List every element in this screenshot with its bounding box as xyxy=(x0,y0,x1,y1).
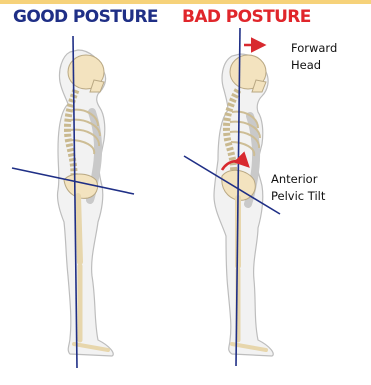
good-femur xyxy=(78,196,80,262)
good-body-outline xyxy=(57,50,113,356)
bad-posture-figure xyxy=(184,28,280,366)
good-posture-figure xyxy=(12,36,134,368)
